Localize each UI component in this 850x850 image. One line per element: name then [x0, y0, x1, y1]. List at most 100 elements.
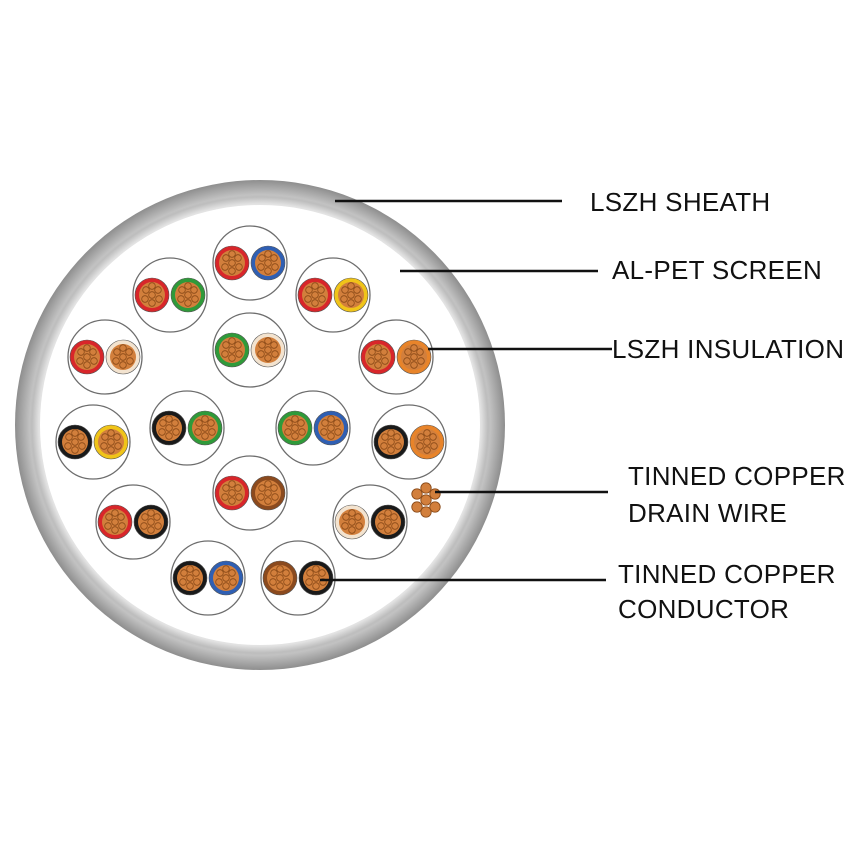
- pair-wrap: [212, 225, 288, 301]
- twisted-pair: [332, 484, 408, 560]
- twisted-pair: [212, 225, 288, 301]
- insulated-conductor-a: [97, 504, 133, 540]
- insulated-conductor-b: [313, 410, 349, 446]
- copper-conductor: [338, 282, 364, 308]
- copper-conductor: [62, 429, 88, 455]
- copper-conductor: [102, 509, 128, 535]
- copper-conductor: [219, 337, 245, 363]
- copper-conductor: [213, 565, 239, 591]
- pair-wrap: [55, 404, 131, 480]
- twisted-pair: [55, 404, 131, 480]
- twisted-pair: [212, 312, 288, 388]
- copper-conductor: [74, 344, 100, 370]
- copper-conductor: [378, 429, 404, 455]
- insulated-conductor-b: [396, 339, 432, 375]
- drain-strand: [420, 506, 432, 518]
- copper-conductor: [414, 429, 440, 455]
- insulated-conductor-b: [333, 277, 369, 313]
- insulated-conductor-a: [134, 277, 170, 313]
- insulated-conductor-a: [262, 560, 298, 596]
- pair-wrap: [149, 390, 225, 466]
- leader-lines: [320, 199, 612, 582]
- label-drain-line1: TINNED COPPER: [628, 461, 846, 491]
- insulated-conductor-a: [172, 560, 208, 596]
- insulated-conductor-b: [170, 277, 206, 313]
- pair-wrap: [371, 404, 447, 480]
- copper-conductor: [365, 344, 391, 370]
- drain-strand: [411, 488, 423, 500]
- twisted-pairs: [55, 225, 447, 616]
- copper-conductor: [255, 480, 281, 506]
- insulated-conductor-b: [250, 475, 286, 511]
- label-conductor-line2: CONDUCTOR: [618, 594, 789, 624]
- insulated-conductor-b: [409, 424, 445, 460]
- pair-wrap: [170, 540, 246, 616]
- insulated-conductor-b: [105, 339, 141, 375]
- insulated-conductor-b: [250, 332, 286, 368]
- copper-conductor: [219, 480, 245, 506]
- drain-strand: [429, 488, 441, 500]
- pair-wrap: [212, 455, 288, 531]
- insulated-conductor-b: [208, 560, 244, 596]
- copper-conductor: [282, 415, 308, 441]
- insulated-conductor-a: [69, 339, 105, 375]
- insulated-conductor-b: [250, 245, 286, 281]
- label-conductor-line1: TINNED COPPER: [618, 559, 836, 589]
- twisted-pair: [260, 540, 336, 616]
- twisted-pair: [95, 484, 171, 560]
- pair-wrap: [332, 484, 408, 560]
- copper-conductor: [318, 415, 344, 441]
- twisted-pair: [132, 257, 208, 333]
- drain-strand: [420, 482, 432, 494]
- pair-wrap: [295, 257, 371, 333]
- copper-conductor: [138, 509, 164, 535]
- copper-conductor: [110, 344, 136, 370]
- drain-wire: [411, 482, 441, 518]
- pair-wrap: [132, 257, 208, 333]
- pair-wrap: [358, 319, 434, 395]
- label-sheath: LSZH SHEATH: [590, 187, 771, 217]
- twisted-pair: [358, 319, 434, 395]
- insulated-conductor-a: [360, 339, 396, 375]
- pair-wrap: [95, 484, 171, 560]
- twisted-pair: [170, 540, 246, 616]
- pair-wrap: [67, 319, 143, 395]
- insulated-conductor-a: [214, 332, 250, 368]
- twisted-pair: [67, 319, 143, 395]
- copper-conductor: [255, 250, 281, 276]
- copper-conductor: [267, 565, 293, 591]
- label-screen: AL-PET SCREEN: [612, 255, 822, 285]
- twisted-pair: [275, 390, 351, 466]
- drain-strand: [420, 494, 432, 506]
- copper-conductor: [401, 344, 427, 370]
- twisted-pair: [371, 404, 447, 480]
- insulated-conductor-b: [298, 560, 334, 596]
- insulated-conductor-a: [57, 424, 93, 460]
- insulated-conductor-b: [370, 504, 406, 540]
- pair-wrap: [275, 390, 351, 466]
- copper-conductor: [255, 337, 281, 363]
- pair-wrap: [260, 540, 336, 616]
- copper-conductor: [375, 509, 401, 535]
- insulated-conductor-a: [373, 424, 409, 460]
- insulated-conductor-a: [214, 475, 250, 511]
- drain-strand: [411, 501, 423, 513]
- insulated-conductor-b: [133, 504, 169, 540]
- insulated-conductor-b: [187, 410, 223, 446]
- labels: LSZH SHEATH AL-PET SCREEN LSZH INSULATIO…: [590, 187, 846, 624]
- drain-strand: [429, 501, 441, 513]
- insulated-conductor-a: [214, 245, 250, 281]
- twisted-pair: [149, 390, 225, 466]
- copper-conductor: [219, 250, 245, 276]
- copper-conductor: [302, 282, 328, 308]
- copper-conductor: [139, 282, 165, 308]
- twisted-pair: [295, 257, 371, 333]
- insulated-conductor-a: [334, 504, 370, 540]
- label-insulation: LSZH INSULATION: [612, 334, 844, 364]
- copper-conductor: [192, 415, 218, 441]
- copper-conductor: [303, 565, 329, 591]
- insulated-conductor-a: [297, 277, 333, 313]
- twisted-pair: [212, 455, 288, 531]
- copper-conductor: [175, 282, 201, 308]
